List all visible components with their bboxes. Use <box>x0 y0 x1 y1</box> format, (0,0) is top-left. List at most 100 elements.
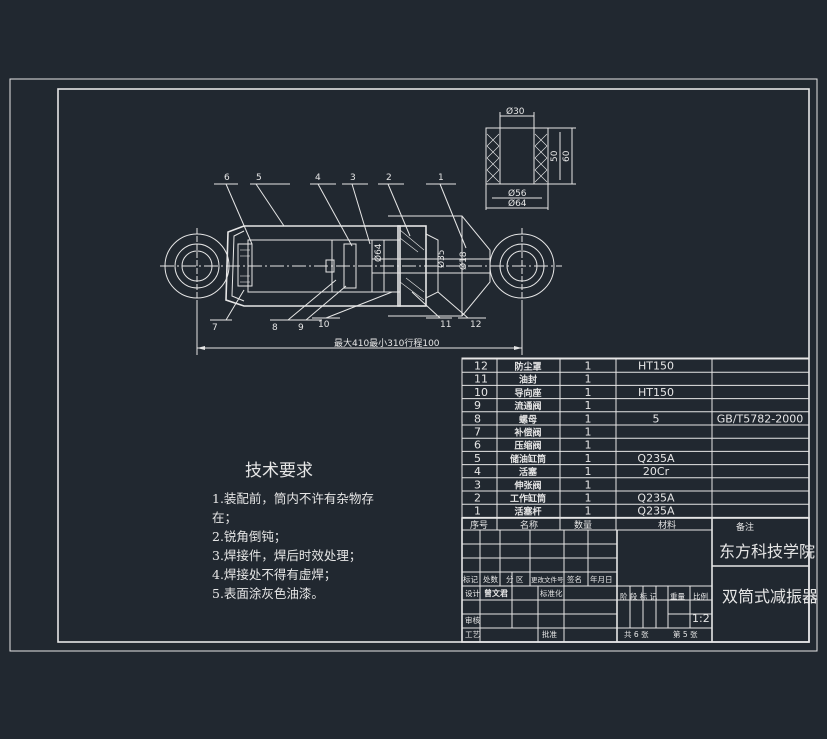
standard-label: 标准化 <box>540 588 563 598</box>
requirement-line-5: 4.焊接处不得有虚焊； <box>212 567 336 582</box>
balloon-7: 7 <box>212 323 218 333</box>
designer-name: 曾文君 <box>484 588 508 598</box>
balloon-3: 3 <box>350 173 356 183</box>
rev-label-1: 标记 <box>463 574 478 584</box>
bushing-detail-view: Ø30 Ø56 Ø64 50 60 <box>485 106 576 210</box>
bom-cell-name: 活塞 <box>519 466 538 478</box>
working-cylinder <box>247 239 401 293</box>
bom-row: 3 伸张阀 1 <box>474 478 592 491</box>
bom-cell-material: Q235A <box>637 505 675 518</box>
bom-cell-qty: 1 <box>585 426 592 439</box>
bushing-outline <box>485 127 549 185</box>
requirement-line-2: 在； <box>212 510 237 525</box>
rev-label-6: 年月日 <box>590 574 613 584</box>
requirement-line-4: 3.焊接件，焊后时效处理； <box>212 548 361 563</box>
balloon-5: 5 <box>256 173 262 183</box>
requirements-title: 技术要求 <box>245 461 313 481</box>
bom-cell-name: 补偿阀 <box>513 427 541 439</box>
requirement-line-6: 5.表面涂灰色油漆。 <box>212 586 324 601</box>
bom-cell-no: 8 <box>474 412 481 425</box>
sheets-total: 共 6 张 <box>624 630 649 639</box>
scale-value: 1:2 <box>692 612 710 625</box>
bom-cell-name: 流通阀 <box>514 400 541 412</box>
bom-cell-name: 伸张阀 <box>513 479 541 491</box>
dim-h50: 50 <box>550 150 560 162</box>
scale-label: 比例 <box>693 591 708 601</box>
dust-cover <box>388 215 491 317</box>
rev-label-3: 分 区 <box>506 575 524 584</box>
bom-cell-material: Q235A <box>637 492 675 505</box>
dim-dia-1: Ø64 <box>373 243 384 262</box>
bom-header-no: 序号 <box>470 519 488 531</box>
bom-cell-qty: 1 <box>585 386 592 399</box>
bom-cell-qty: 1 <box>585 399 592 412</box>
bom-cell-name: 螺母 <box>519 413 537 425</box>
bom-cell-qty: 1 <box>585 412 592 425</box>
bom-cell-no: 2 <box>474 492 481 505</box>
bom-header-note: 备注 <box>736 521 754 533</box>
process-label: 工艺 <box>465 630 480 639</box>
bom-cell-material: HT150 <box>638 360 674 373</box>
title-block: 东方科技学院 双筒式减振器 标记 处数 分 区 更改文件号 签名 年月日 设计 … <box>461 517 818 643</box>
bom-cell-qty: 1 <box>585 452 592 465</box>
bom-header-name: 名称 <box>520 519 538 531</box>
bom-cell-material: 5 <box>653 412 660 425</box>
compression-valve <box>237 243 253 287</box>
rev-label-4: 更改文件号 <box>531 575 564 584</box>
bom-row: 10 导向座 1 HT150 <box>474 386 674 399</box>
balloon-11: 11 <box>440 320 451 330</box>
inner-frame <box>57 88 810 643</box>
bom-cell-qty: 1 <box>585 439 592 452</box>
product-name: 双筒式减振器 <box>722 587 818 606</box>
balloon-9: 9 <box>298 323 304 333</box>
piston-nut <box>325 259 335 273</box>
bom-cell-qty: 1 <box>585 505 592 518</box>
balloon-10: 10 <box>318 320 330 330</box>
shock-absorber-main-view: Ø64 Ø35 Ø18 最大410最小310行程100 6 5 4 3 <box>160 173 562 355</box>
stroke-dim-text: 最大410最小310行程100 <box>334 337 440 349</box>
bom-cell-no: 10 <box>474 386 488 399</box>
bom-cell-name: 工作缸筒 <box>510 493 546 505</box>
school-name: 东方科技学院 <box>719 542 815 561</box>
bom-cell-no: 11 <box>474 373 488 386</box>
design-label: 设计 <box>465 588 480 598</box>
bom-cell-name: 活塞杆 <box>514 506 541 518</box>
balloon-4: 4 <box>315 173 321 183</box>
weight-label: 重量 <box>670 592 685 601</box>
bom-cell-no: 9 <box>474 399 481 412</box>
bom-cell-no: 7 <box>474 426 481 439</box>
bom-header-material: 材料 <box>658 519 676 531</box>
bom-cell-name: 压缩阀 <box>514 440 541 452</box>
bom-cell-name: 油封 <box>519 374 537 386</box>
reservoir-bottom <box>231 230 245 302</box>
stage-label: 阶 段 标 记 <box>620 591 658 601</box>
bom-cell-no: 5 <box>474 452 481 465</box>
bom-cell-material: Q235A <box>637 452 675 465</box>
dim-dia-3: Ø18 <box>458 251 469 270</box>
bom-cell-no: 4 <box>474 465 481 478</box>
bom-cell-name: 导向座 <box>514 387 541 399</box>
rev-label-2: 处数 <box>483 574 498 584</box>
bom-cell-material: 20Cr <box>643 465 670 478</box>
bom-cell-no: 3 <box>474 478 481 491</box>
balloon-6: 6 <box>224 173 230 183</box>
requirement-line-3: 2.锐角倒钝； <box>212 529 286 544</box>
balloon-1: 1 <box>438 173 444 183</box>
balloon-12: 12 <box>470 320 481 330</box>
dim-d30: Ø30 <box>506 106 525 117</box>
outer-frame <box>9 78 818 652</box>
balloon-2: 2 <box>386 173 392 183</box>
bom-cell-name: 防尘罩 <box>514 361 541 373</box>
bom-cell-qty: 1 <box>585 360 592 373</box>
bom-cell-qty: 1 <box>585 478 592 491</box>
bom-cell-material: HT150 <box>638 386 674 399</box>
rev-label-5: 签名 <box>567 574 582 584</box>
bom-cell-qty: 1 <box>585 373 592 386</box>
balloon-8: 8 <box>272 323 278 333</box>
